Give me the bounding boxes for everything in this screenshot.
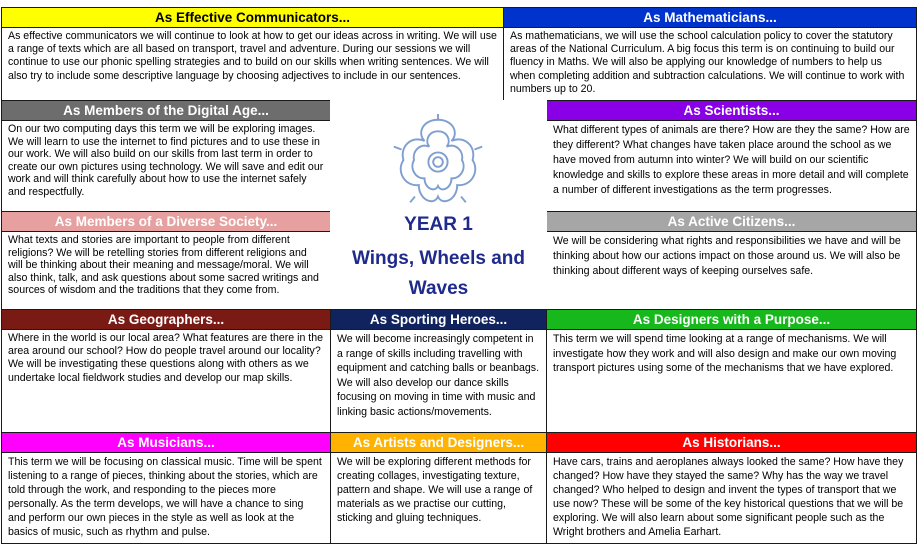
scientists-heading: As Scientists... — [547, 101, 916, 121]
communicators-panel: As Effective Communicators... As effecti… — [1, 7, 504, 101]
tudor-rose-icon — [393, 114, 483, 203]
diverse-panel: As Members of a Diverse Society... What … — [1, 211, 331, 310]
diverse-heading: As Members of a Diverse Society... — [2, 212, 330, 232]
scientists-text: What different types of animals are ther… — [553, 124, 910, 196]
designers-panel: As Designers with a Purpose... This term… — [546, 309, 917, 433]
communicators-heading: As Effective Communicators... — [2, 8, 503, 28]
citizens-text: We will be considering what rights and r… — [553, 235, 901, 277]
sporting-text: We will become increasingly competent in… — [337, 333, 540, 418]
sporting-panel: As Sporting Heroes... We will become inc… — [330, 309, 547, 433]
geographers-panel: As Geographers... Where in the world is … — [1, 309, 331, 433]
designers-heading: As Designers with a Purpose... — [547, 310, 916, 330]
musicians-panel: As Musicians... This term we will be foc… — [1, 432, 331, 544]
mathematicians-heading: As Mathematicians... — [504, 8, 916, 28]
designers-text: This term we will spend time looking at … — [553, 333, 897, 375]
musicians-heading: As Musicians... — [2, 433, 330, 453]
musicians-text: This term we will be focusing on classic… — [8, 456, 322, 538]
sporting-heading: As Sporting Heroes... — [331, 310, 546, 330]
diverse-text: What texts and stories are important to … — [8, 234, 319, 297]
year-title: YEAR 1 — [404, 214, 473, 235]
center-title-block: YEAR 1 Wings, Wheels and Waves — [330, 100, 547, 309]
citizens-panel: As Active Citizens... We will be conside… — [546, 211, 917, 310]
artists-panel: As Artists and Designers... We will be e… — [330, 432, 547, 544]
geographers-heading: As Geographers... — [2, 310, 330, 330]
historians-heading: As Historians... — [547, 433, 916, 453]
historians-panel: As Historians... Have cars, trains and a… — [546, 432, 917, 544]
digital-panel: As Members of the Digital Age... On our … — [1, 100, 331, 212]
topic-title: Wings, Wheels and Waves — [352, 248, 525, 299]
artists-heading: As Artists and Designers... — [331, 433, 546, 453]
artists-text: We will be exploring different methods f… — [337, 456, 533, 524]
scientists-panel: As Scientists... What different types of… — [546, 100, 917, 212]
communicators-text: As effective communicators we will conti… — [8, 30, 497, 82]
mathematicians-panel: As Mathematicians... As mathematicians, … — [503, 7, 917, 101]
digital-text: On our two computing days this term we w… — [8, 123, 324, 198]
digital-heading: As Members of the Digital Age... — [2, 101, 330, 121]
mathematicians-text: As mathematicians, we will use the schoo… — [510, 30, 905, 95]
citizens-heading: As Active Citizens... — [547, 212, 916, 232]
geographers-text: Where in the world is our local area? Wh… — [8, 332, 324, 384]
historians-text: Have cars, trains and aeroplanes always … — [553, 456, 904, 538]
